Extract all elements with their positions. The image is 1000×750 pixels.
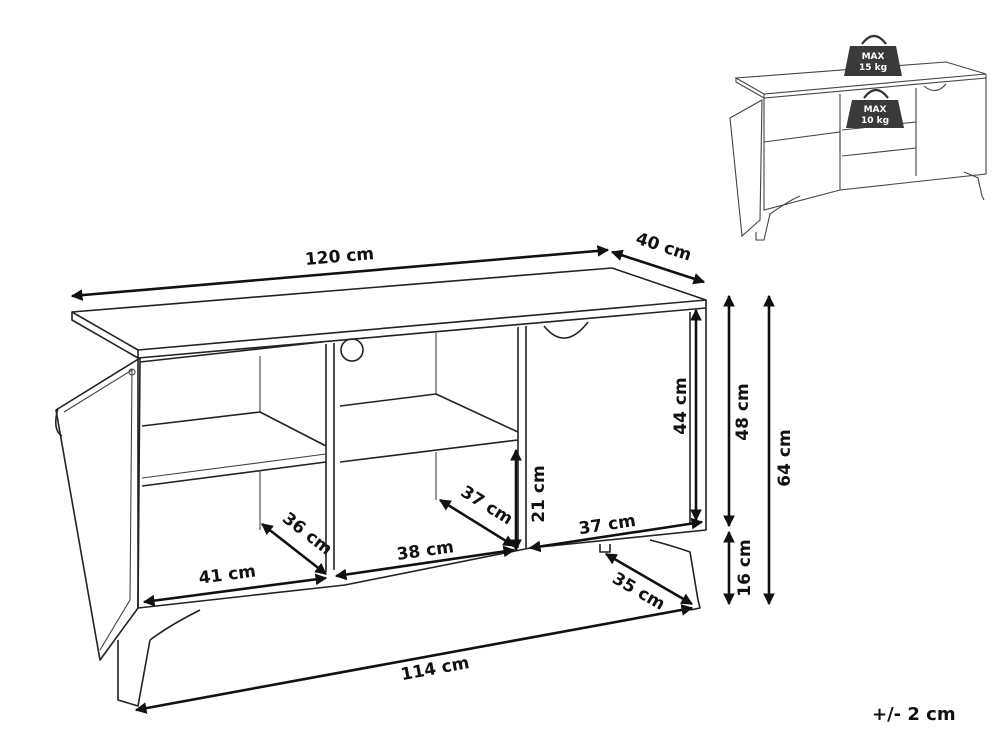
leg-span-label: 114 cm [399,653,471,685]
svg-text:10 kg: 10 kg [861,116,889,126]
middle-depth-label: 37 cm [457,482,516,529]
left-depth-arrow [261,522,327,576]
weight-icon: MAX 10 kg [846,88,904,128]
leg-depth-arrow [604,552,694,606]
leg-span-arrow [134,604,694,714]
inner-height-label: 44 cm [671,377,691,434]
left-depth-label: 36 cm [278,509,336,560]
middle-depth-arrow [439,498,515,548]
load-limit-thumbnail: MAX 15 kg MAX 10 kg [729,34,987,241]
depth-arrow [610,249,706,285]
shelf-height-label: 21 cm [529,465,549,522]
body-height-label: 48 cm [733,383,753,440]
left-width-arrow [142,573,328,607]
width-arrow [70,245,610,301]
sideboard-drawing [54,267,707,707]
weight-icon: MAX 15 kg [844,34,902,76]
leg-height-label: 16 cm [735,539,755,596]
right-width-label: 37 cm [577,511,637,539]
dimension-arrows [70,245,775,714]
svg-text:15 kg: 15 kg [859,63,887,73]
width-label: 120 cm [304,244,375,270]
svg-text:MAX: MAX [862,52,885,62]
depth-label: 40 cm [633,229,694,266]
total-height-label: 64 cm [775,429,795,486]
left-width-label: 41 cm [198,561,257,588]
right-width-arrow [528,517,704,553]
leg-depth-label: 35 cm [609,569,669,615]
svg-text:MAX: MAX [864,105,887,115]
tolerance-note: +/- 2 cm [872,704,956,725]
middle-width-arrow [334,545,516,581]
